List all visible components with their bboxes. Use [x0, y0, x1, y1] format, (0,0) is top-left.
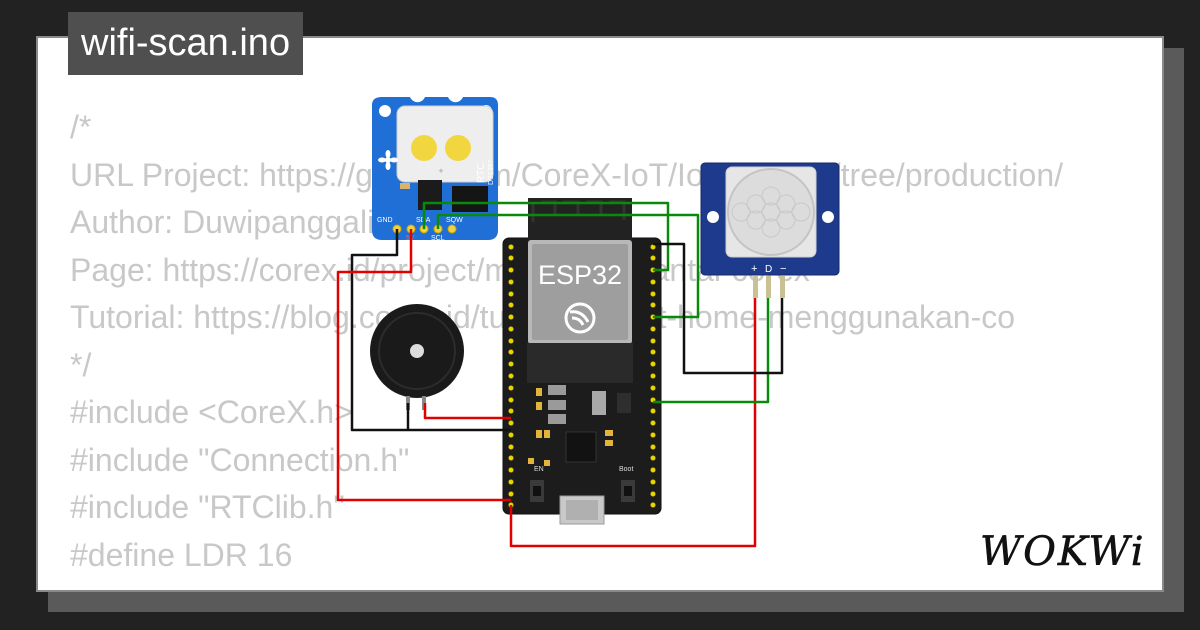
esp32-pins-left	[508, 244, 514, 508]
boot-button[interactable]	[621, 480, 635, 502]
pir-sensor[interactable]: + D −	[700, 162, 840, 298]
pir-pin-label: −	[780, 263, 786, 275]
boot-button-label: Boot	[619, 466, 633, 473]
usb-port	[559, 495, 605, 525]
esp32-shield-inner	[532, 244, 628, 340]
antenna-pcb	[528, 198, 632, 242]
code-line: #include "RTClib.h"	[70, 489, 345, 525]
code-line: /*	[70, 109, 92, 145]
wire-green	[653, 298, 770, 404]
code-line: #include "Connection.h"	[70, 441, 410, 478]
rtc-pin-label: GND	[377, 217, 393, 224]
mount-hole	[707, 211, 719, 223]
rtc-pin-label: SQW	[446, 217, 463, 224]
mount-hole	[379, 105, 391, 117]
smd-components	[528, 385, 631, 466]
wire-black	[653, 242, 784, 375]
wire-red	[509, 298, 757, 548]
rtc-module[interactable]: + RTC DS1307 GND 5V SDA SCL SQW	[372, 97, 498, 242]
wires	[336, 201, 784, 548]
wire-red	[423, 403, 511, 420]
wokwi-logo-icon: WOKWi	[980, 529, 1146, 576]
buzzer-hole	[410, 344, 424, 358]
adafruit-logo-icon	[378, 150, 398, 170]
pir-pin-label: D	[765, 264, 772, 275]
battery-plus: +	[438, 166, 443, 176]
esp32-devkit[interactable]: ESP32 EN	[502, 198, 662, 525]
esp32-label: ESP32	[538, 260, 622, 290]
rtc-label: RTC	[476, 163, 487, 183]
code-background: /* URL Project: https://github.com/CoreX…	[70, 104, 1063, 579]
code-line: */	[70, 346, 92, 383]
file-title: wifi-scan.ino	[68, 12, 304, 75]
en-button[interactable]	[530, 480, 544, 502]
wire-red	[336, 229, 511, 502]
ds1307-chip	[418, 180, 442, 210]
battery-contact	[411, 135, 437, 161]
wire-black	[350, 229, 511, 432]
rtc-chip-label: DS1307	[488, 160, 495, 185]
crystal	[452, 186, 488, 212]
code-line: #include <CoreX.h>	[70, 394, 353, 430]
esp32-base	[527, 343, 633, 383]
code-line: #define LDR 16	[70, 536, 293, 573]
pir-pin-label: +	[751, 263, 757, 275]
mount-hole	[822, 211, 834, 223]
battery-contact	[445, 135, 471, 161]
pir-lens	[727, 168, 815, 256]
pir-lens-cells	[731, 186, 811, 238]
wokwi-logo-text: WOKWi	[980, 529, 1146, 575]
wire-green	[422, 201, 670, 272]
en-button-label: EN	[534, 466, 544, 473]
espressif-logo-icon	[564, 302, 596, 334]
battery-holder	[396, 105, 494, 183]
buzzer[interactable]	[370, 304, 464, 410]
rtc-pin-label: SCL	[431, 235, 445, 242]
pir-pins	[753, 276, 785, 298]
esp32-pins-right	[650, 244, 656, 508]
smd-part	[400, 183, 410, 189]
code-line: Author: Duwipanggalih	[70, 204, 392, 240]
buzzer-ring	[378, 312, 456, 390]
